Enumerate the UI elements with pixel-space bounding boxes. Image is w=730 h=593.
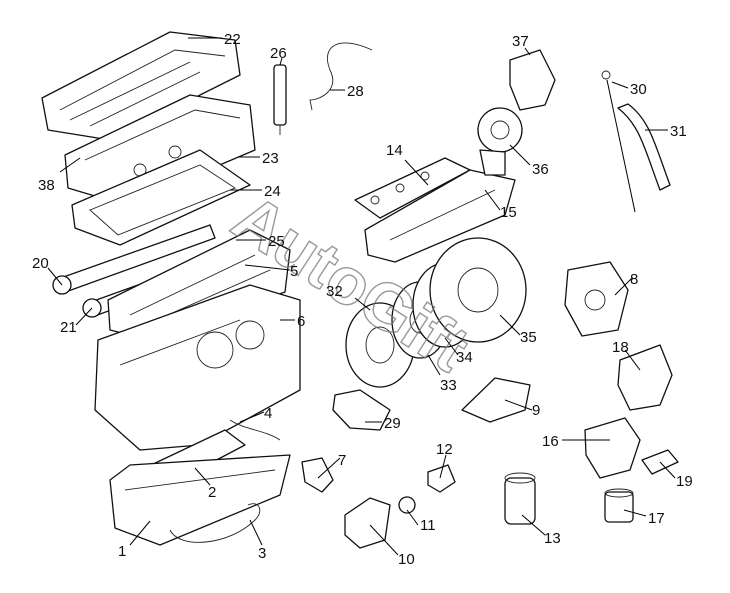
callout-14: 14 bbox=[386, 142, 403, 159]
callout-8: 8 bbox=[630, 271, 638, 288]
injection-pump-part bbox=[564, 261, 629, 337]
callout-16: 16 bbox=[542, 433, 559, 450]
filter-part bbox=[604, 488, 634, 523]
sensor-wire-part bbox=[229, 419, 281, 441]
pressure-plate-part bbox=[429, 237, 527, 343]
fuel-filter-part bbox=[504, 472, 536, 525]
callout-32: 32 bbox=[326, 283, 343, 300]
callout-18: 18 bbox=[612, 339, 629, 356]
callout-34: 34 bbox=[456, 349, 473, 366]
turbocharger-part bbox=[477, 107, 523, 176]
module-16-part bbox=[584, 417, 641, 479]
callout-22: 22 bbox=[224, 31, 241, 48]
mount-9-part bbox=[461, 377, 531, 423]
engine-cover-part bbox=[41, 31, 241, 141]
callout-11: 11 bbox=[420, 517, 436, 534]
callout-31: 31 bbox=[670, 123, 687, 140]
callout-3: 3 bbox=[258, 545, 266, 562]
sender-11-part bbox=[398, 496, 416, 514]
callout-36: 36 bbox=[532, 161, 549, 178]
head-cover-part bbox=[64, 94, 256, 206]
elbow-pipe-part bbox=[509, 49, 556, 111]
bracket-29-part bbox=[332, 389, 391, 431]
callout-10: 10 bbox=[398, 551, 415, 568]
callout-24: 24 bbox=[264, 183, 281, 200]
callout-5: 5 bbox=[290, 263, 298, 280]
callout-38: 38 bbox=[38, 177, 55, 194]
leader-lines bbox=[47, 37, 676, 556]
module-18-part bbox=[617, 344, 673, 411]
callout-20: 20 bbox=[32, 255, 49, 272]
callout-23: 23 bbox=[262, 150, 279, 167]
callout-15: 15 bbox=[500, 204, 517, 221]
injector-part bbox=[273, 64, 287, 135]
callout-30: 30 bbox=[630, 81, 647, 98]
callout-37: 37 bbox=[512, 33, 529, 50]
thermostat-housing-part bbox=[344, 497, 391, 549]
sensor-12-part bbox=[427, 464, 456, 493]
lambda-sensor-part bbox=[309, 42, 373, 111]
callout-21: 21 bbox=[60, 319, 77, 336]
callout-19: 19 bbox=[676, 473, 693, 490]
exhaust-manifold-part bbox=[364, 169, 516, 263]
dipstick-part bbox=[601, 70, 636, 213]
callout-13: 13 bbox=[544, 530, 561, 547]
callout-7: 7 bbox=[338, 452, 346, 469]
callout-25: 25 bbox=[268, 233, 285, 250]
callout-26: 26 bbox=[270, 45, 287, 62]
callout-6: 6 bbox=[297, 313, 305, 330]
callout-2: 2 bbox=[208, 484, 216, 501]
callout-9: 9 bbox=[532, 402, 540, 419]
callout-33: 33 bbox=[440, 377, 457, 394]
sensor-7-part bbox=[301, 457, 334, 493]
callout-1: 1 bbox=[118, 543, 126, 560]
callout-12: 12 bbox=[436, 441, 453, 458]
callout-29: 29 bbox=[384, 415, 401, 432]
callout-4: 4 bbox=[264, 405, 272, 422]
callout-labels: 1 2 3 4 5 6 7 8 9 10 11 12 13 14 15 16 1… bbox=[32, 31, 693, 568]
engine-block-part bbox=[94, 284, 301, 451]
callout-17: 17 bbox=[648, 510, 665, 527]
callout-35: 35 bbox=[520, 329, 537, 346]
oil-pan-part bbox=[109, 454, 291, 546]
gasket-part bbox=[71, 149, 251, 246]
callout-28: 28 bbox=[347, 83, 364, 100]
hose-part bbox=[617, 103, 671, 191]
